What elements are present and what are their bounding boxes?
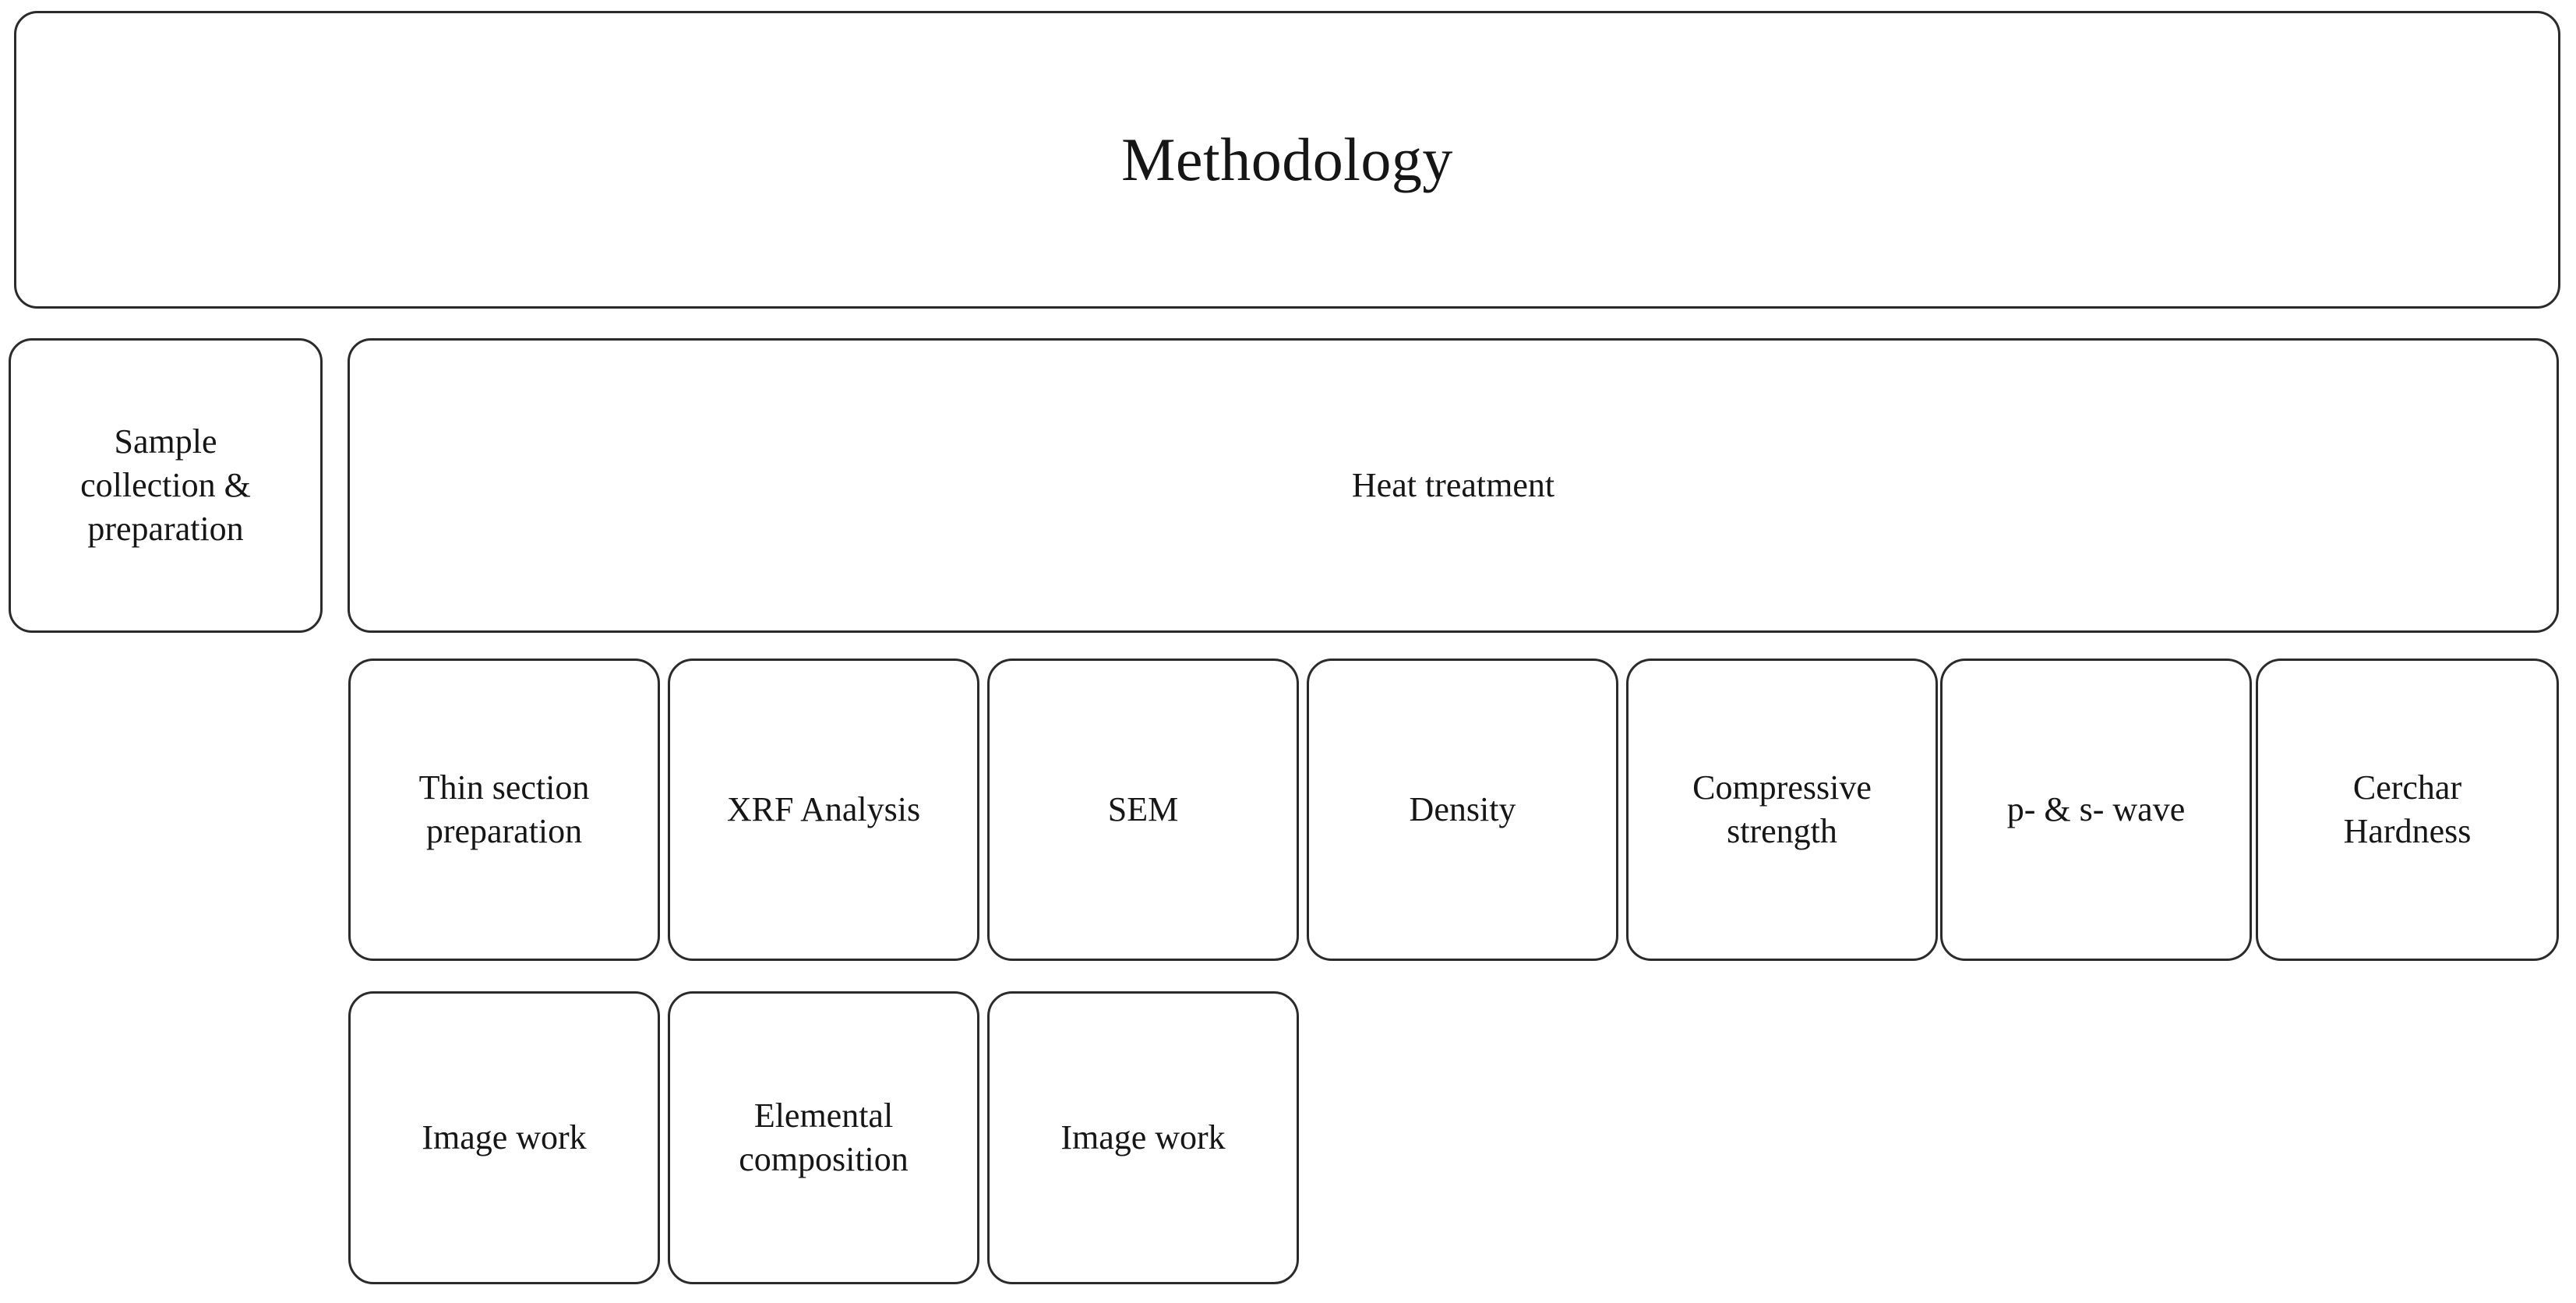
node-image-work-1: Image work bbox=[348, 991, 660, 1284]
node-thin-section-preparation: Thin section preparation bbox=[348, 659, 660, 961]
node-sem: SEM bbox=[987, 659, 1299, 961]
node-label: XRF Analysis bbox=[726, 789, 921, 828]
node-p-and-s-wave: p- & s- wave bbox=[1940, 659, 2252, 961]
node-label: Compressive strength bbox=[1692, 768, 1872, 850]
node-xrf-analysis: XRF Analysis bbox=[668, 659, 979, 961]
node-cerchar-hardness: Cerchar Hardness bbox=[2256, 659, 2559, 961]
node-label: Image work bbox=[422, 1118, 587, 1156]
node-density: Density bbox=[1307, 659, 1618, 961]
node-label: p- & s- wave bbox=[2006, 789, 2186, 828]
node-label: Density bbox=[1409, 789, 1516, 828]
methodology-title-box: Methodology bbox=[14, 11, 2560, 309]
node-label: Heat treatment bbox=[1351, 465, 1555, 504]
page-title: Methodology bbox=[1121, 125, 1453, 194]
node-label: Sample collection & preparation bbox=[80, 422, 251, 549]
node-image-work-2: Image work bbox=[987, 991, 1299, 1284]
node-label: SEM bbox=[1107, 789, 1179, 828]
node-elemental-composition: Elemental composition bbox=[668, 991, 979, 1284]
node-label: Elemental composition bbox=[739, 1096, 909, 1178]
node-label: Cerchar Hardness bbox=[2343, 768, 2472, 850]
node-heat-treatment: Heat treatment bbox=[348, 338, 2559, 633]
node-compressive-strength: Compressive strength bbox=[1626, 659, 1938, 961]
node-label: Image work bbox=[1060, 1118, 1226, 1156]
node-sample-collection-preparation: Sample collection & preparation bbox=[9, 338, 323, 633]
node-label: Thin section preparation bbox=[418, 768, 590, 850]
